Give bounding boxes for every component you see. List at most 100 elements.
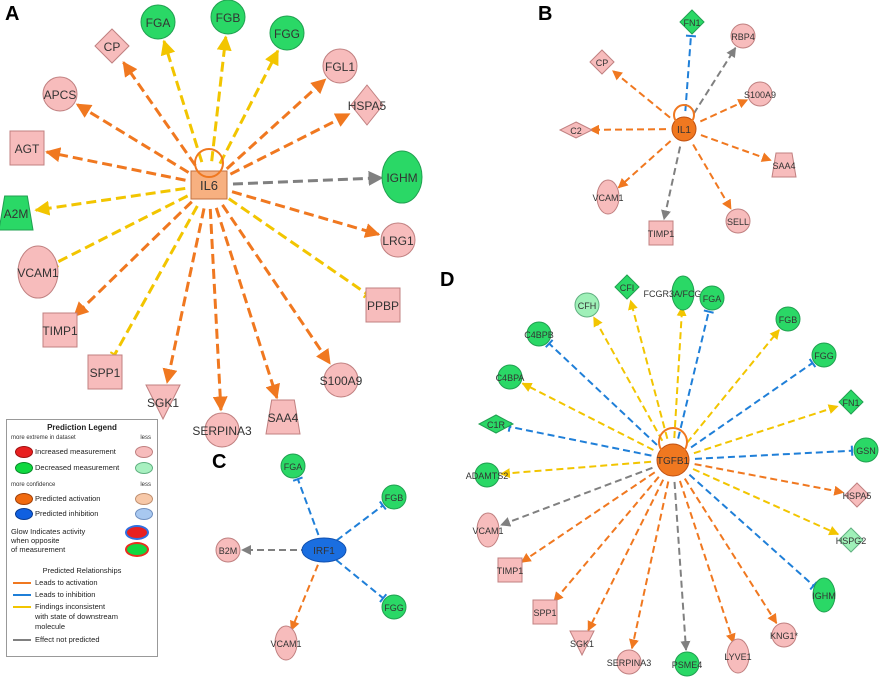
node-label-c4bpb: C4BPB [524, 330, 554, 340]
node-shape-hspa5 [844, 482, 870, 508]
node-b-sell[interactable]: SELL [725, 208, 751, 234]
node-a-a2m[interactable]: A2M [0, 195, 34, 231]
node-a-fgb[interactable]: FGB [210, 0, 246, 35]
center-node-il1[interactable]: IL1 [671, 104, 697, 142]
node-d-ighm[interactable]: IGHM [812, 577, 836, 613]
node-a-fgg[interactable]: FGG [269, 15, 305, 51]
node-shape-fn1 [679, 9, 705, 35]
node-a-lrg1[interactable]: LRG1 [380, 222, 416, 258]
node-label-cfi: CFI [620, 283, 635, 293]
node-d-c4bpb[interactable]: C4BPB [524, 321, 554, 347]
node-a-timp1[interactable]: TIMP1 [42, 312, 78, 348]
edge-il1-cp [612, 70, 671, 119]
node-shape-hspg2 [838, 527, 864, 553]
node-d-c4bpa[interactable]: C4BPA [496, 364, 525, 390]
node-d-sgk1[interactable]: SGK1 [569, 630, 595, 657]
node-d-cfh[interactable]: CFH [574, 292, 600, 318]
node-label-timp1: TIMP1 [42, 324, 78, 338]
center-node-tgfb1[interactable]: TGFB1 [656, 427, 690, 477]
node-b-s100a9[interactable]: S100A9 [744, 81, 776, 107]
center-node-il6[interactable]: IL6 [190, 148, 228, 200]
panel-label-a: A [5, 3, 19, 25]
node-shape-a2m [0, 195, 34, 231]
node-d-timp1[interactable]: TIMP1 [497, 557, 524, 583]
node-a-ppbp[interactable]: PPBP [365, 287, 401, 323]
node-a-sgk1[interactable]: SGK1 [145, 384, 181, 421]
node-d-hspg2[interactable]: HSPG2 [836, 527, 867, 553]
edge-tgfb1-c4bpb [548, 342, 658, 446]
node-a-saa4[interactable]: SAA4 [265, 399, 301, 435]
node-label-fga: FGA [703, 294, 722, 304]
node-a-fgl1[interactable]: FGL1 [322, 48, 358, 84]
node-label-lrg1: LRG1 [382, 234, 414, 248]
node-b-saa4[interactable]: SAA4 [771, 152, 797, 178]
node-b-fn1[interactable]: FN1 [679, 9, 705, 35]
node-shape-fga [140, 4, 176, 40]
node-label-hspa5: HSPA5 [843, 491, 872, 501]
node-d-gsn[interactable]: GSN [853, 437, 879, 463]
node-d-fgb[interactable]: FGB [775, 306, 801, 332]
node-shape-serpina3 [204, 412, 240, 448]
node-label-timp1: TIMP1 [497, 566, 524, 576]
node-b-c2[interactable]: C2 [558, 121, 594, 139]
node-d-psme4[interactable]: PSME4 [672, 651, 703, 677]
node-d-spp1[interactable]: SPP1 [532, 599, 558, 625]
node-d-lyve1[interactable]: LYVE1 [724, 638, 752, 674]
node-d-kng1[interactable]: KNG1* [770, 622, 799, 648]
node-d-fgg[interactable]: FGG [811, 342, 837, 368]
node-a-vcam1[interactable]: VCAM1 [17, 245, 59, 299]
node-b-timp1[interactable]: TIMP1 [648, 220, 675, 246]
node-b-vcam1[interactable]: VCAM1 [592, 179, 624, 215]
node-a-spp1[interactable]: SPP1 [87, 354, 123, 390]
node-d-fn1[interactable]: FN1 [838, 389, 864, 415]
edge-tgfb1-hspa5 [694, 463, 845, 496]
node-c-vcam1[interactable]: VCAM1 [270, 625, 302, 661]
center-label-il6: IL6 [200, 178, 218, 193]
node-a-hspa5[interactable]: HSPA5 [348, 84, 387, 126]
node-d-serpina3[interactable]: SERPINA3 [607, 649, 652, 675]
node-a-ighm[interactable]: IGHM [381, 150, 423, 204]
pred-inhibition-swatch [15, 508, 33, 520]
node-b-cp[interactable]: CP [589, 49, 615, 75]
node-shape-rbp4 [730, 23, 756, 49]
node-c-fga[interactable]: FGA [280, 453, 306, 479]
legend-more-confidence: more confidence [11, 482, 56, 488]
node-d-c1r[interactable]: C1R [477, 414, 515, 434]
node-c-fgg[interactable]: FGG [381, 594, 407, 620]
edge-bar-irf1-fgb [379, 500, 387, 511]
node-d-adamts2[interactable]: ADAMTS2 [466, 462, 509, 488]
pred-inhibition-light-swatch [135, 508, 153, 520]
node-b-rbp4[interactable]: RBP4 [730, 23, 756, 49]
edge-il6-agt [45, 147, 186, 182]
node-shape-fgg [269, 15, 305, 51]
node-a-agt[interactable]: AGT [9, 130, 45, 166]
node-c-b2m[interactable]: B2M [215, 537, 241, 563]
node-label-fgb: FGB [216, 11, 241, 25]
edge-il1-sell [692, 144, 732, 210]
node-a-apcs[interactable]: APCS [42, 76, 78, 112]
node-a-serpina3[interactable]: SERPINA3 [192, 412, 252, 448]
node-d-fga[interactable]: FGA [699, 285, 725, 311]
node-c-fgb[interactable]: FGB [381, 484, 407, 510]
node-d-fcgr3a-fcgr3b[interactable]: FCGR3A/FCGR3B* [643, 275, 723, 311]
node-label-rbp4: RBP4 [731, 32, 755, 42]
node-a-s100a9[interactable]: S100A9 [320, 362, 363, 398]
node-a-fga[interactable]: FGA [140, 4, 176, 40]
node-d-hspa5[interactable]: HSPA5 [843, 482, 872, 508]
edge-il6-hspa5 [229, 112, 351, 176]
edge-il6-fga [160, 39, 204, 163]
legend-pred-inhibition: Predicted inhibition [35, 509, 99, 518]
panel-label-c: C [212, 451, 226, 473]
node-label-agt: AGT [15, 142, 40, 156]
edge-tgfb1-sgk1 [587, 479, 665, 632]
center-node-irf1[interactable]: IRF1 [301, 537, 347, 563]
node-shape-s100a9 [747, 81, 773, 107]
node-a-cp[interactable]: CP [94, 28, 130, 64]
node-d-cfi[interactable]: CFI [614, 274, 640, 300]
node-shape-ighm [812, 577, 836, 613]
node-label-saa4: SAA4 [268, 411, 299, 425]
increased-light-swatch [135, 446, 153, 458]
node-label-vcam1: VCAM1 [17, 266, 59, 280]
node-d-vcam1[interactable]: VCAM1 [472, 512, 504, 548]
